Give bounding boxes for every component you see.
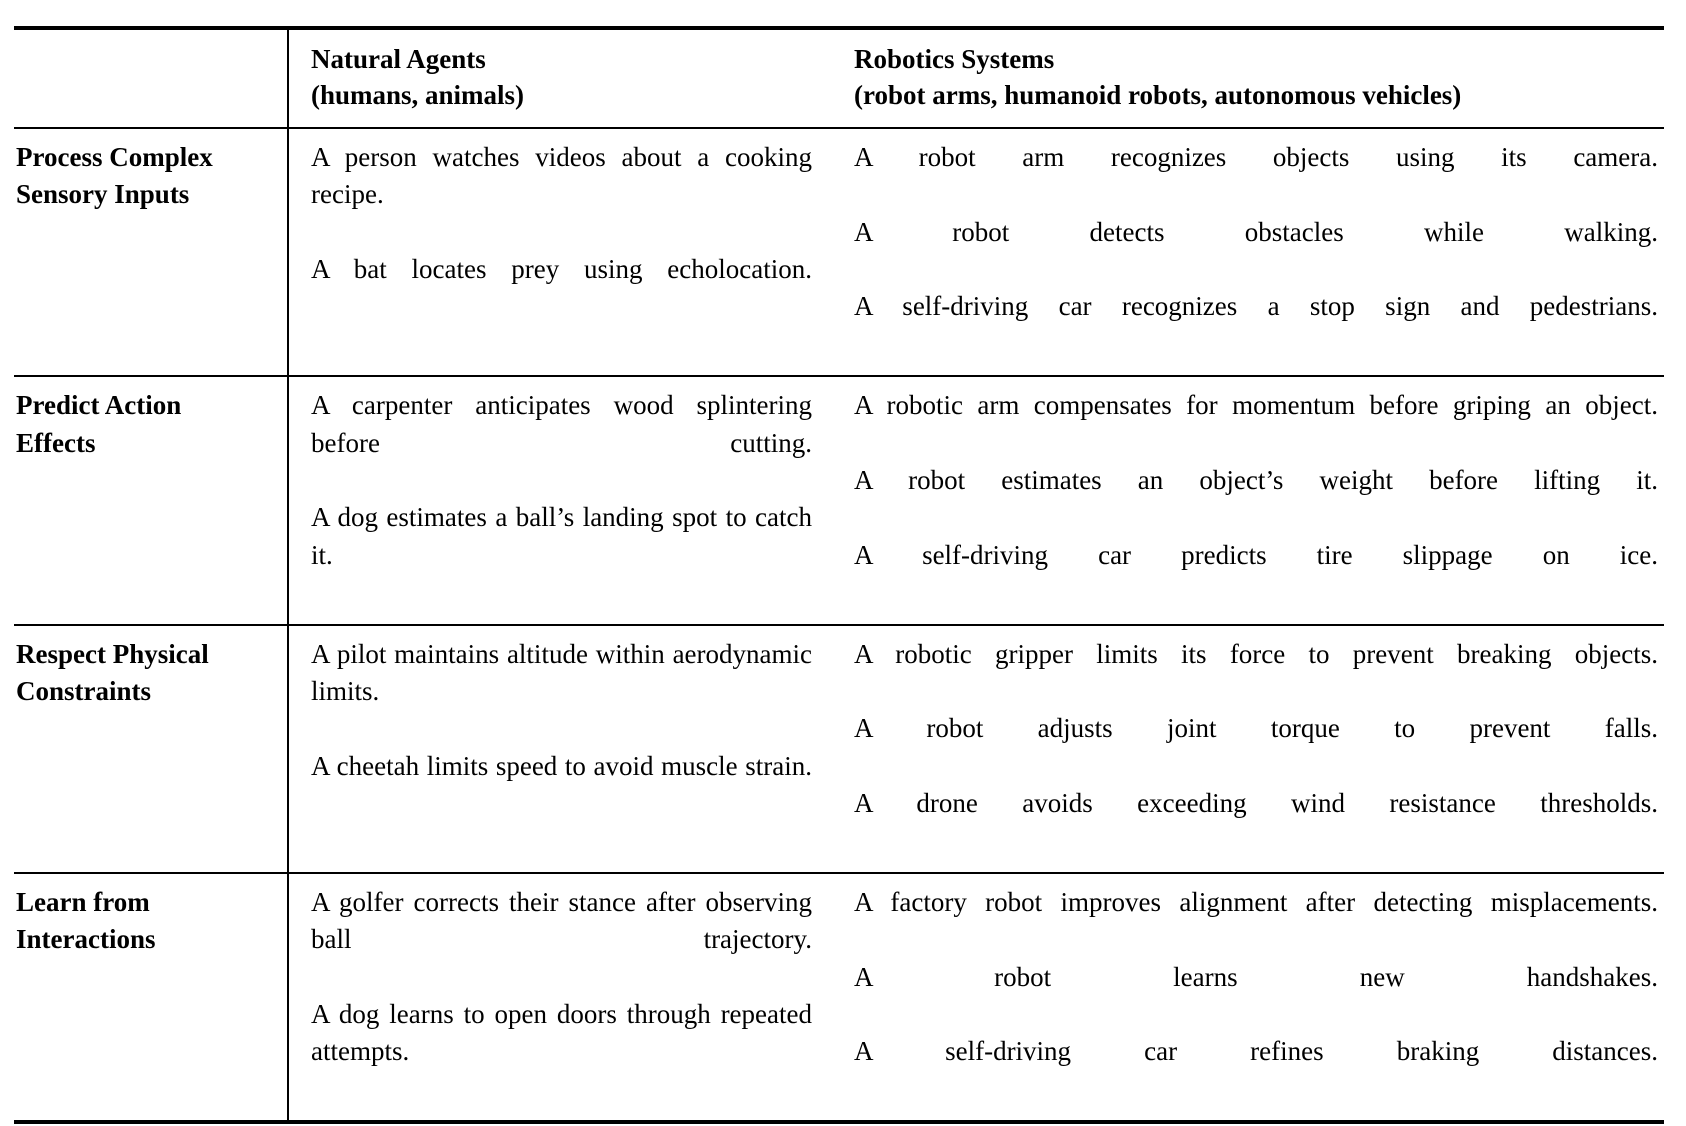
comparison-table-container: Natural Agents (humans, animals) Robotic…: [14, 26, 1664, 1126]
row-natural-agents-examples: A carpenter anticipates wood splinter­in…: [287, 376, 832, 625]
example-item: A robot arm recognizes objects using its…: [854, 141, 1658, 172]
column-header-natural-agents-subtitle: (humans, animals): [311, 79, 525, 110]
example-item: A cheetah limits speed to avoid muscle s…: [311, 750, 812, 781]
example-item: A self-driving car predicts tire slippag…: [854, 539, 1658, 570]
row-robotics-systems-examples: A robotic gripper limits its force to pr…: [832, 625, 1664, 873]
table-header: Natural Agents (humans, animals) Robotic…: [14, 28, 1664, 128]
example-item: A drone avoids exceeding wind resistance…: [854, 788, 1658, 819]
bottom-rule-cell: [14, 1122, 288, 1124]
column-header-robotics-systems: Robotics Systems (robot arms, humanoid r…: [832, 28, 1664, 128]
capability-comparison-table: Natural Agents (humans, animals) Robotic…: [14, 26, 1664, 1126]
bottom-rule-cell: [288, 1122, 832, 1124]
row-capability-label: Process Complex Sensory Inputs: [16, 141, 213, 210]
example-item: A robot estimates an object’s weight bef…: [854, 464, 1658, 495]
example-item: A robot adjusts joint torque to prevent …: [854, 713, 1658, 744]
table-row: Respect Physical Constraints A pilot mai…: [14, 624, 1664, 873]
table-row: Learn from Interactions A golfer correct…: [14, 872, 1664, 1123]
table-header-row: Natural Agents (humans, animals) Robotic…: [14, 28, 1664, 128]
row-natural-agents-examples: A person watches videos about a cook­ing…: [287, 127, 832, 377]
example-item: A carpenter anticipates wood splinter­in…: [311, 390, 812, 458]
example-item: A factory robot improves alignment after…: [854, 886, 1658, 917]
row-robotics-systems-examples: A factory robot improves alignment after…: [832, 873, 1664, 1122]
example-item: A self-driving car refines braking dista…: [854, 1036, 1658, 1067]
table-body: Process Complex Sensory Inputs A person …: [14, 127, 1664, 1123]
example-item: A self-driving car recognizes a stop sig…: [854, 291, 1658, 322]
row-robotics-systems-examples: A robotic arm compensates for momentum b…: [832, 376, 1664, 624]
row-natural-agents-examples: A pilot maintains altitude within aero­d…: [287, 624, 832, 873]
row-capability-label: Respect Physical Constraints: [16, 638, 209, 706]
example-item: A robot learns new handshakes.: [854, 961, 1658, 992]
table-row: Process Complex Sensory Inputs A person …: [14, 127, 1664, 377]
column-header-capability: [14, 28, 288, 128]
column-header-natural-agents-title: Natural Agents: [311, 44, 486, 74]
example-item: A dog learns to open doors through re­pe…: [311, 999, 812, 1067]
table-bottom-rule: [14, 1122, 1664, 1126]
example-item: A robot detects obstacles while walking.: [854, 216, 1658, 247]
example-item: A robotic gripper limits its force to pr…: [854, 638, 1658, 669]
table-row: Predict Action Effects A carpenter antic…: [14, 376, 1664, 625]
column-header-natural-agents: Natural Agents (humans, animals): [287, 28, 832, 128]
table-footer: [14, 1122, 1664, 1126]
row-robotics-systems-examples: A robot arm recognizes objects using its…: [832, 128, 1664, 376]
column-header-robotics-systems-title: Robotics Systems: [854, 44, 1055, 74]
row-capability-label: Learn from Interactions: [16, 886, 156, 955]
example-item: A person watches videos about a cook­ing…: [311, 141, 812, 210]
example-item: A golfer corrects their stance after ob­…: [311, 886, 812, 955]
bottom-rule-cell: [832, 1122, 1664, 1124]
column-header-robotics-systems-subtitle: (robot arms, humanoid robots, autonomous…: [854, 79, 1462, 110]
example-item: A bat locates prey using echolocation.: [311, 253, 812, 284]
example-item: A pilot maintains altitude within aero­d…: [311, 638, 812, 706]
row-capability-label: Predict Action Effects: [16, 390, 182, 458]
example-item: A dog estimates a ball’s landing spot to…: [311, 502, 812, 570]
row-natural-agents-examples: A golfer corrects their stance after ob­…: [287, 872, 832, 1123]
example-item: A robotic arm compensates for momentum b…: [854, 390, 1658, 421]
